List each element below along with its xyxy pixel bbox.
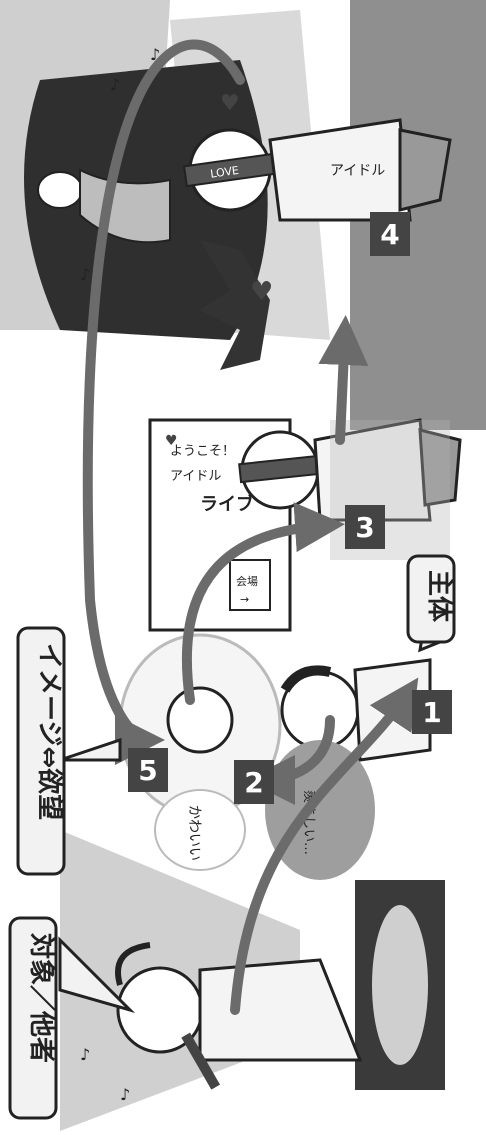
concert-stage-scene: ♪ ♪ ♪ ♥ ♥ ♥ [0,0,486,430]
step-4: 4 [370,212,410,256]
cute-text: かわいい [186,805,202,861]
callout-pointer [59,737,122,762]
music-note-icon: ♪ [110,75,120,94]
step-box [234,760,274,804]
stage-idol-head [37,171,83,209]
zigzag-sparkle [200,240,270,370]
sign-welcome-text: ようこそ！ [170,444,235,459]
callout-box [8,916,58,1120]
venue-text: 会場 [236,575,258,588]
step-3: 3 [345,505,385,549]
heart-icon: ♥ [220,91,240,116]
callout-box [406,554,456,644]
step-box [345,505,385,549]
cute-cloud [154,789,246,871]
arrow-5 [82,39,245,765]
label-text: イメージ⇔欲望 [34,643,64,820]
stage-spotlight-ellipse [372,905,428,1065]
fan-character-4: LOVE アイドル [182,118,452,222]
music-note-icon: ♪ [80,265,90,284]
label-text: 対象／他者 [26,933,57,1063]
step-1: 1 [412,690,452,734]
fan-body-tshirt [313,418,432,522]
stage-curtain-right [350,0,486,430]
headband-label: LOVE [209,164,239,181]
step-number: 1 [422,696,441,729]
label-image-desire: イメージ⇔欲望 [16,626,122,876]
callout-pointer [58,936,136,1014]
arrow-4 [318,315,369,445]
arrow-1 [230,677,419,1015]
music-note-icon: ♪ [150,45,160,64]
step-5: 5 [128,748,168,792]
idol-dress [198,958,363,1062]
step-number: 5 [138,754,157,787]
arrow-3 [181,502,345,705]
label-subject: 主体 [406,554,456,653]
step-box [370,212,410,256]
imagined-idol-head [166,686,234,754]
tshirt-text: アイドル [330,163,385,179]
step-number: 2 [244,766,263,799]
step-number: 4 [380,218,399,251]
sign-live-text: ライブ [200,493,254,515]
step-number: 3 [355,511,374,544]
venue-arrow-text: → [240,593,249,606]
music-note-icon: ♪ [120,1085,130,1104]
cute-thought: かわいい [154,789,246,871]
heart-icon: ♥ [165,433,178,449]
label-target-other: 対象／他者 [8,916,136,1120]
fan-skirt [418,428,462,507]
heart-icon: ♥ [250,277,273,307]
callout-box [16,626,66,876]
subject-hairband [280,665,332,693]
step-box [412,690,452,734]
fan-skirt [398,128,452,212]
venue-sign [229,559,271,611]
sign-idol-text: アイドル [170,469,221,484]
step-box [128,748,168,792]
label-text: 主体 [424,570,454,623]
music-note-icon: ♪ [80,1045,90,1064]
step-2: 2 [234,760,274,804]
microphone [181,1032,220,1090]
idol-hair [115,942,151,986]
